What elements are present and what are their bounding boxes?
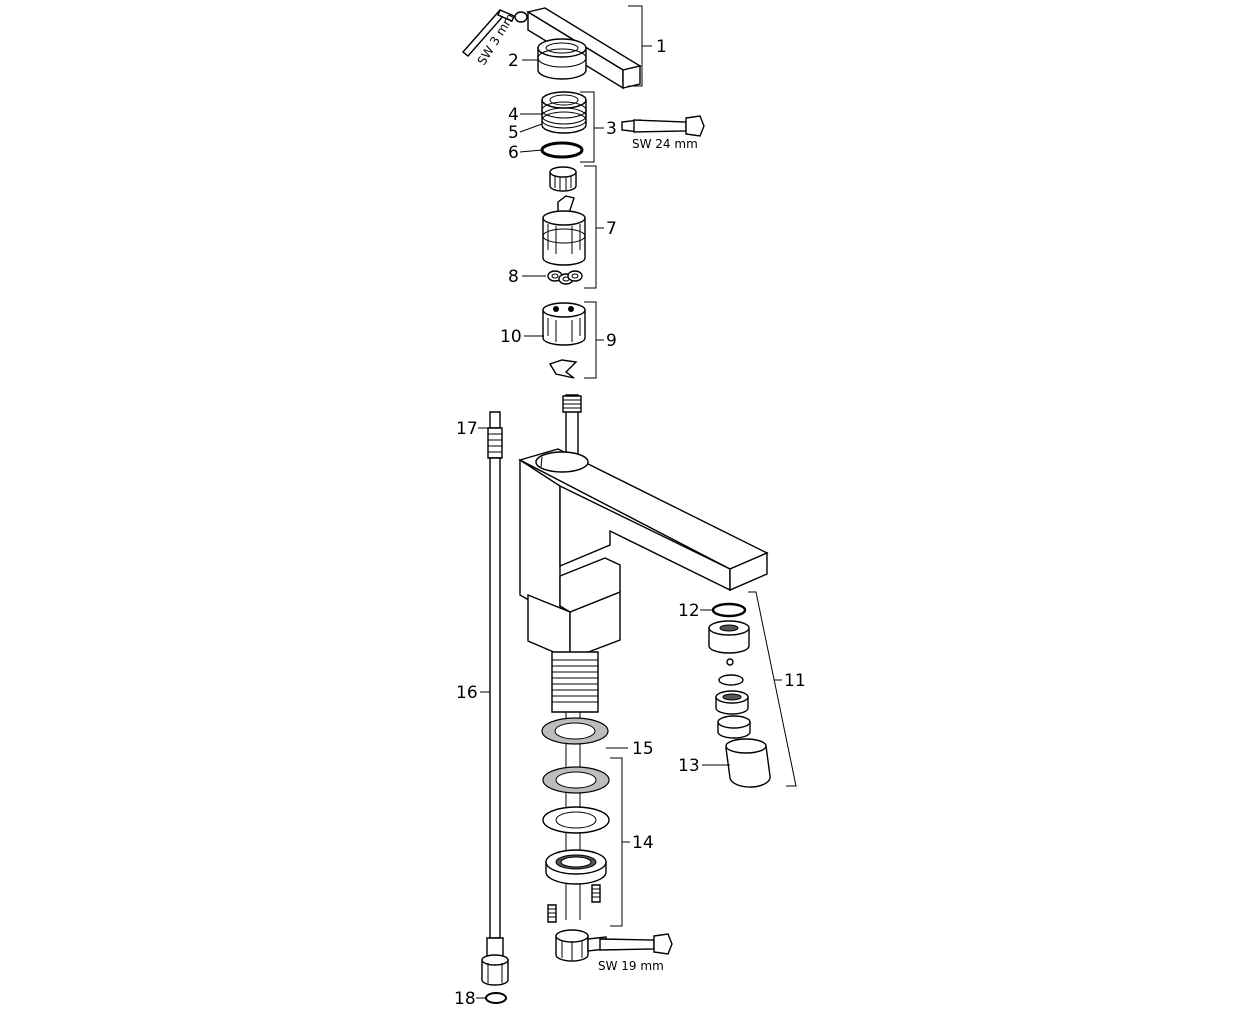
washer-15 [541, 717, 609, 745]
wrench-24-icon: SW 24 mm [621, 115, 705, 151]
wrench-24-label: SW 24 mm [632, 137, 698, 151]
faucet-body [518, 448, 769, 920]
temperature-limiter [542, 302, 586, 379]
cartridge-seals [547, 270, 583, 285]
cartridge [542, 166, 586, 266]
callout-12: 12 [678, 601, 700, 621]
callout-3: 3 [606, 119, 617, 139]
wrench-19-icon: SW 19 mm [587, 933, 673, 973]
aerator-set-11 [708, 602, 771, 788]
callout-17: 17 [456, 419, 478, 439]
wrench-19-label: SW 19 mm [598, 959, 664, 973]
callout-13: 13 [678, 756, 700, 776]
callout-15: 15 [632, 739, 654, 759]
callout-6: 6 [508, 143, 519, 163]
callout-numbers: 1 2 3 4 5 6 7 8 9 10 11 12 13 14 15 16 1… [454, 37, 806, 1009]
callout-11: 11 [784, 671, 806, 691]
callout-9: 9 [606, 331, 617, 351]
o-ring-6 [540, 141, 584, 159]
hose-seal-18 [485, 992, 507, 1004]
mounting-set-14 [542, 766, 610, 962]
callout-10: 10 [500, 327, 522, 347]
callout-7: 7 [606, 219, 617, 239]
cartridge-nut [541, 91, 587, 134]
valve-stem [562, 394, 582, 461]
callout-8: 8 [508, 267, 519, 287]
supply-hose [481, 411, 509, 1004]
o-ring-12 [711, 602, 747, 618]
handle-cap [537, 38, 587, 80]
callout-2: 2 [508, 51, 519, 71]
leader-lines [476, 5, 797, 999]
callout-18: 18 [454, 989, 476, 1008]
callout-4: 4 [508, 105, 519, 125]
callout-5: 5 [508, 123, 519, 143]
callout-16: 16 [456, 683, 478, 703]
callout-14: 14 [632, 833, 654, 853]
callout-1: 1 [656, 37, 667, 57]
